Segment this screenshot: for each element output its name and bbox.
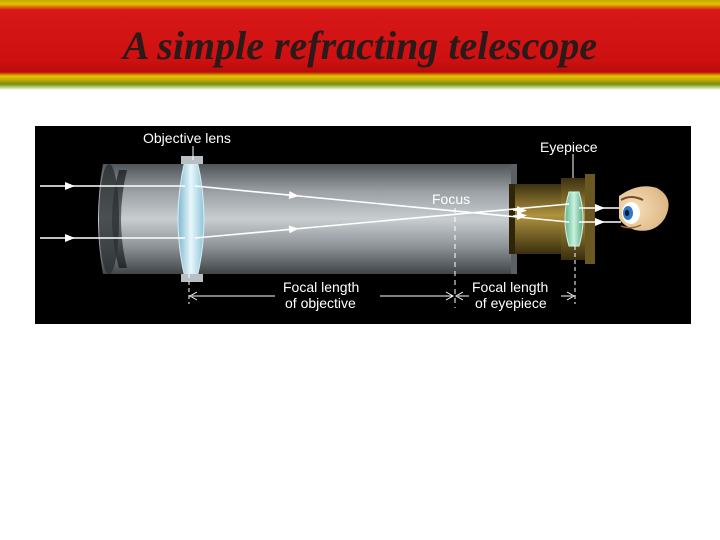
objective-lens-label: Objective lens bbox=[143, 130, 231, 146]
objective-lens bbox=[177, 156, 205, 282]
focal-length-eyepiece-line2: of eyepiece bbox=[475, 295, 547, 311]
title-bar bbox=[0, 0, 720, 90]
focal-length-objective-line1: Focal length bbox=[283, 279, 359, 295]
eyepiece-label: Eyepiece bbox=[540, 139, 598, 155]
focus-label: Focus bbox=[432, 191, 470, 207]
focal-length-objective-line2: of objective bbox=[285, 295, 356, 311]
slide-title: A simple refracting telescope bbox=[122, 23, 598, 68]
leader-lines bbox=[192, 146, 574, 178]
telescope-diagram: Objective lens Eyepiece Focus Focal leng… bbox=[35, 126, 691, 324]
focal-length-dimensions bbox=[188, 246, 576, 304]
telescope-tube bbox=[98, 164, 517, 274]
eye-icon bbox=[619, 186, 669, 231]
light-rays bbox=[40, 182, 621, 242]
eyepiece-lens bbox=[564, 191, 584, 247]
focal-length-eyepiece-line1: Focal length bbox=[472, 279, 548, 295]
